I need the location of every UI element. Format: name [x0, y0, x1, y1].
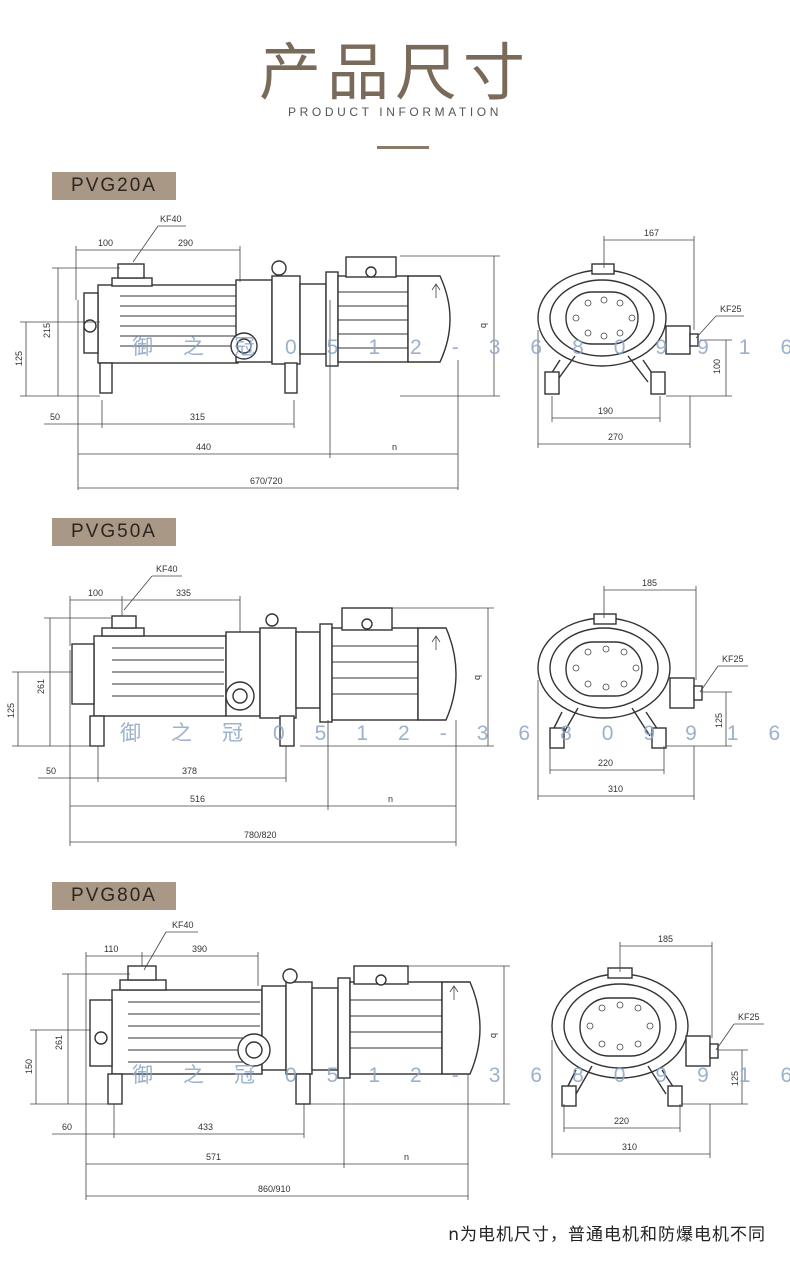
dim-label: 860/910 — [258, 1184, 291, 1194]
dim-label: 571 — [206, 1152, 221, 1162]
dim-label: 100 — [712, 359, 722, 374]
page-subtitle: PRODUCT INFORMATION — [288, 105, 502, 119]
cooling-fins — [120, 295, 236, 347]
dim-label: 335 — [176, 588, 191, 598]
watermark: 御之冠0512-36809916 — [132, 1064, 790, 1087]
dim-label: KF25 — [722, 654, 744, 664]
footnote: n为电机尺寸，普通电机和防爆电机不同 — [448, 1225, 766, 1245]
dim-label: 100 — [88, 588, 103, 598]
dim-label: n — [392, 442, 397, 452]
dim-label: KF25 — [738, 1012, 760, 1022]
drawing-pvg20a: 100 290 KF40 215 125 50 315 440 n 670/72… — [14, 214, 790, 490]
dim-label: 516 — [190, 794, 205, 804]
dim-label: KF25 — [720, 304, 742, 314]
dim-label: 315 — [190, 412, 205, 422]
dim-label: 270 — [608, 432, 623, 442]
dim-label: 150 — [24, 1059, 34, 1074]
dim-label: 290 — [178, 238, 193, 248]
dim-label: KF40 — [172, 920, 194, 930]
model-tag-pvg20a: PVG20A — [52, 172, 176, 200]
title-divider — [377, 146, 429, 149]
dim-label: 50 — [46, 766, 56, 776]
dim-label: 125 — [730, 1071, 740, 1086]
dim-label: 440 — [196, 442, 211, 452]
dim-label: 110 — [104, 944, 118, 954]
dim-label: 433 — [198, 1122, 213, 1132]
dim-label: 100 — [98, 238, 113, 248]
dim-label: 215 — [42, 323, 52, 338]
dim-label: q — [472, 675, 482, 680]
dim-label: 125 — [6, 703, 16, 718]
dim-label: 185 — [642, 578, 657, 588]
dim-label: 310 — [622, 1142, 637, 1152]
drawing-pvg80a: 110 390 KF40 261 150 60 433 571 n 860/91… — [24, 920, 790, 1200]
watermark: 御之冠0512-36809916 — [132, 336, 790, 359]
dim-label: n — [388, 794, 393, 804]
dim-label: n — [404, 1152, 409, 1162]
dim-label: 390 — [192, 944, 207, 954]
dim-label: 60 — [62, 1122, 72, 1132]
dim-label: 167 — [644, 228, 659, 238]
dim-label: 780/820 — [244, 830, 277, 840]
dim-label: 185 — [658, 934, 673, 944]
watermark: 御之冠0512-36809916 — [120, 722, 790, 745]
page-title: 产品尺寸 — [258, 36, 531, 109]
dim-label: 261 — [36, 679, 46, 694]
dim-label: 378 — [182, 766, 197, 776]
drawing-pvg50a: 100 335 KF40 261 125 50 378 516 n 780/82… — [6, 564, 790, 846]
dim-label: q — [488, 1033, 498, 1038]
dim-label: 220 — [614, 1116, 629, 1126]
model-tag-pvg80a: PVG80A — [52, 882, 176, 910]
dim-label: 220 — [598, 758, 613, 768]
dim-label: 670/720 — [250, 476, 283, 486]
dim-label: q — [478, 323, 488, 328]
dim-label: 261 — [54, 1035, 64, 1050]
dim-label: KF40 — [156, 564, 178, 574]
dim-label: 50 — [50, 412, 60, 422]
model-tag-pvg50a: PVG50A — [52, 518, 176, 546]
dim-label: 190 — [598, 406, 613, 416]
dim-label: 310 — [608, 784, 623, 794]
dim-label: 125 — [714, 713, 724, 728]
dim-label: KF40 — [160, 214, 182, 224]
dim-label: 125 — [14, 351, 24, 366]
